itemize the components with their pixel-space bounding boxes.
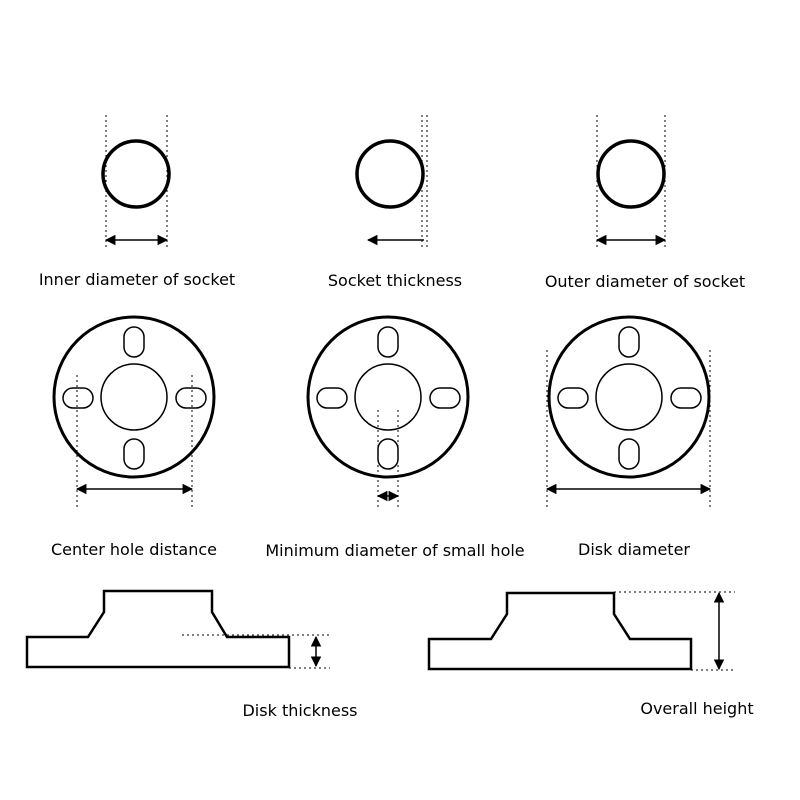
overall-height-label: Overall height xyxy=(640,699,753,718)
center-bore xyxy=(354,363,422,431)
disk-outline xyxy=(52,315,216,479)
inner-diameter-label: Inner diameter of socket xyxy=(39,270,235,289)
small-hole xyxy=(123,326,145,358)
outer-diameter-figure xyxy=(595,115,667,250)
disk-diameter-label: Disk diameter xyxy=(578,540,690,559)
small-hole xyxy=(429,387,461,409)
small-hole xyxy=(377,438,399,470)
min-small-hole-label: Minimum diameter of small hole xyxy=(265,541,524,560)
socket-thickness-label: Socket thickness xyxy=(328,271,462,290)
min-small-hole-figure xyxy=(306,315,470,510)
small-hole xyxy=(618,438,640,470)
socket-thickness-figure xyxy=(355,115,428,250)
center-hole-distance-figure xyxy=(52,315,216,510)
disk-thickness-figure xyxy=(25,589,330,669)
small-hole xyxy=(175,387,207,409)
inner-diameter-figure xyxy=(101,115,171,250)
outer-diameter-label: Outer diameter of socket xyxy=(545,272,745,291)
center-hole-distance-label: Center hole distance xyxy=(51,540,217,559)
small-hole xyxy=(123,438,145,470)
small-hole xyxy=(670,387,702,409)
disk-outline xyxy=(306,315,470,479)
flange-profile xyxy=(427,591,693,671)
flange-profile xyxy=(25,589,291,669)
overall-height-figure xyxy=(427,591,735,671)
disk-diameter-figure xyxy=(545,315,712,510)
small-hole xyxy=(62,387,94,409)
disk-thickness-label: Disk thickness xyxy=(242,701,357,720)
disk-outline xyxy=(547,315,711,479)
socket-ring xyxy=(596,139,666,209)
small-hole xyxy=(618,326,640,358)
center-bore xyxy=(595,363,663,431)
small-hole xyxy=(316,387,348,409)
socket-ring xyxy=(101,139,171,209)
small-hole xyxy=(377,326,399,358)
small-hole xyxy=(557,387,589,409)
socket-ring xyxy=(355,139,425,209)
center-bore xyxy=(100,363,168,431)
